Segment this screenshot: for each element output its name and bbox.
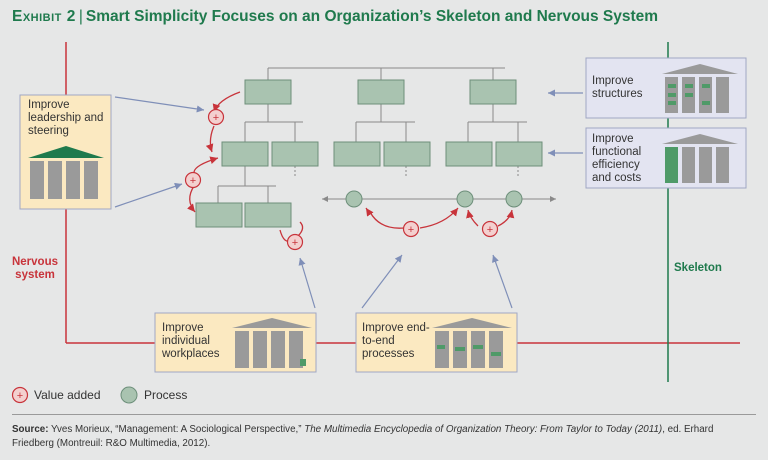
source-note: Source: Yves Morieux, “Management: A Soc… [12,423,752,451]
org-box [271,141,319,167]
svg-text:+: + [213,112,219,124]
org-box [195,202,243,228]
exhibit-number: Exhibit 2 [12,8,76,25]
processes-label: Improve end-to-end processes [362,322,430,360]
building-icon [432,318,512,368]
source-text-a: Yves Morieux, “Management: A Sociologica… [48,424,305,435]
svg-text:+: + [292,237,298,249]
value-added-icon: + [184,171,202,189]
process-node [505,190,523,208]
org-box [221,141,269,167]
org-box [383,141,431,167]
nervous-system-label: Nervous system [11,256,59,281]
building-icon [662,134,738,183]
org-chart-boxes [195,79,543,228]
process-node [456,190,474,208]
source-text-b: , ed. Erhard Friedberg (Montreuil: R&O M… [12,424,714,449]
org-box [495,141,543,167]
process-nodes [345,190,523,208]
svg-text:+: + [190,175,196,187]
org-box [333,141,381,167]
process-node [345,190,363,208]
org-box [445,141,493,167]
workplaces-label: Improve individual workplaces [162,322,220,360]
source-label: Source: [12,424,49,435]
org-chart-connectors [217,67,527,203]
org-box [244,79,292,105]
leadership-label: Improve leadership and steering [28,99,104,137]
title-separator: | [78,8,83,25]
value-added-icon: + [402,220,420,238]
value-added-markers: + + + + + [184,108,499,251]
legend-process-label: Process [144,388,188,402]
value-added-icon: + [481,220,499,238]
structures-label: Improve structures [592,75,643,100]
source-divider [12,414,756,415]
legend-value-added-label: Value added [34,388,101,402]
svg-text:+: + [17,390,23,402]
exhibit-title: Exhibit 2|Smart Simplicity Focuses on an… [12,8,658,26]
building-icon [662,64,738,113]
source-italic: The Multimedia Encyclopedia of Organizat… [304,424,663,435]
org-box [244,202,292,228]
legend-value-added-icon: + [11,386,29,404]
svg-text:+: + [408,224,414,236]
value-added-icon: + [207,108,225,126]
svg-text:+: + [487,224,493,236]
pointer-arrows [114,89,583,309]
building-icon [28,146,104,199]
value-added-arrows [187,91,515,242]
org-box [469,79,517,105]
building-icon [232,318,312,368]
org-box [357,79,405,105]
functional-label: Improve functional efficiency and costs [592,133,642,184]
title-text: Smart Simplicity Focuses on an Organizat… [85,8,659,25]
skeleton-label: Skeleton [674,262,722,274]
legend-process-icon [120,386,138,404]
value-added-icon: + [286,233,304,251]
